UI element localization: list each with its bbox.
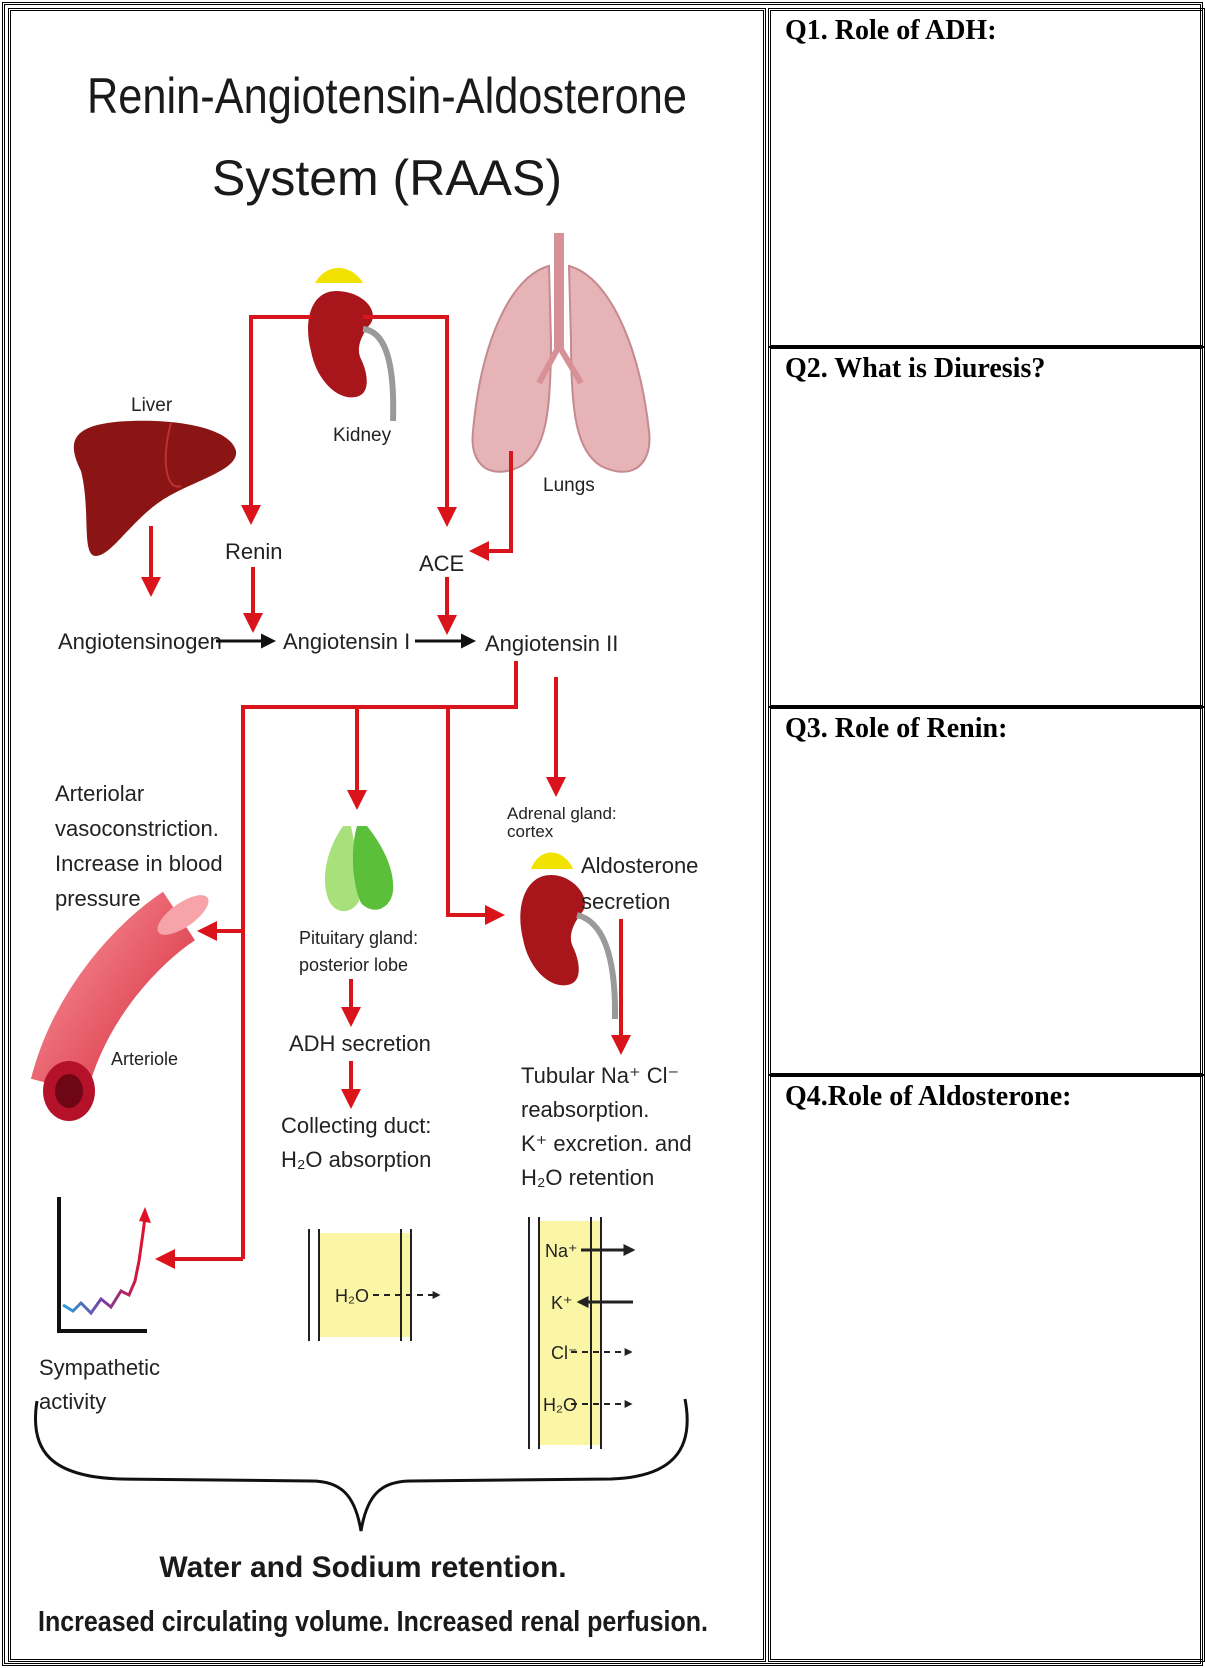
summary-line-2: Increased circulating volume. Increased … <box>38 1606 708 1638</box>
angiotensin1-label: Angiotensin I <box>283 629 410 654</box>
angiotensinogen-label: Angiotensinogen <box>58 629 222 654</box>
collecting-h2o-label: H₂O <box>335 1286 369 1306</box>
arteriolar-text-2: vasoconstriction. <box>55 816 219 841</box>
kidney-to-ace-arrow <box>363 317 447 523</box>
pituitary-illustration <box>325 826 393 911</box>
diagram-title-line1: Renin-Angiotensin-Aldosterone <box>87 68 687 124</box>
arteriolar-text-4: pressure <box>55 886 141 911</box>
adrenal-text-2: cortex <box>507 822 554 841</box>
diagram-title-line2: System (RAAS) <box>212 150 562 206</box>
sympathetic-activity-chart <box>59 1197 151 1331</box>
tubule-h2o-label: H₂O <box>543 1395 577 1415</box>
angiotensin2-label: Angiotensin II <box>485 631 618 656</box>
tubular-text-1: Tubular Na⁺ Cl⁻ <box>521 1063 679 1088</box>
lungs-illustration <box>473 233 650 472</box>
sympathetic-text-1: Sympathetic <box>39 1355 160 1380</box>
raas-diagram-cell: Renin-Angiotensin-Aldosterone System (RA… <box>8 8 766 1662</box>
tubule-k-label: K⁺ <box>551 1293 573 1313</box>
question-label-q1: Q1. Role of ADH: <box>785 15 997 47</box>
liver-label: Liver <box>131 395 173 416</box>
adh-secretion-label: ADH secretion <box>289 1031 431 1056</box>
to-adrenal-line <box>448 707 501 915</box>
question-cell-q2[interactable]: Q2. What is Diuresis? <box>768 346 1205 708</box>
adrenal-text-1: Adrenal gland: <box>507 804 617 823</box>
question-label-q2: Q2. What is Diuresis? <box>785 353 1045 385</box>
collecting-text-2: H₂O absorption <box>281 1147 431 1172</box>
renin-label: Renin <box>225 539 282 564</box>
tubular-text-3: K⁺ excretion. and <box>521 1131 692 1156</box>
aldosterone-text-1: Aldosterone <box>581 853 698 878</box>
summary-line-1: Water and Sodium retention. <box>159 1551 566 1584</box>
arteriole-label: Arteriole <box>111 1049 178 1069</box>
question-cell-q3[interactable]: Q3. Role of Renin: <box>768 706 1205 1076</box>
ace-label: ACE <box>419 551 464 576</box>
raas-diagram: Renin-Angiotensin-Aldosterone System (RA… <box>11 11 763 1659</box>
question-label-q3: Q3. Role of Renin: <box>785 713 1007 745</box>
collecting-duct-membrane <box>309 1229 439 1341</box>
kidney-illustration <box>308 268 393 421</box>
arteriole-illustration <box>43 888 214 1121</box>
kidney-label: Kidney <box>333 425 392 446</box>
arteriolar-text-3: Increase in blood <box>55 851 223 876</box>
tubular-text-4: H₂O retention <box>521 1165 654 1190</box>
aldosterone-text-2: secretion <box>581 889 670 914</box>
tubular-text-2: reabsorption. <box>521 1097 649 1122</box>
liver-illustration <box>74 421 236 556</box>
question-cell-q1[interactable]: Q1. Role of ADH: <box>768 8 1205 348</box>
tubule-na-label: Na⁺ <box>545 1241 578 1261</box>
sympathetic-text-2: activity <box>39 1389 106 1414</box>
question-label-q4: Q4.Role of Aldosterone: <box>785 1081 1071 1113</box>
kidney-to-renin-arrow <box>251 317 311 521</box>
pituitary-text-2: posterior lobe <box>299 955 408 975</box>
question-cell-q4[interactable]: Q4.Role of Aldosterone: <box>768 1074 1205 1662</box>
tubule-cl-label: Cl⁻ <box>551 1343 578 1363</box>
lungs-label: Lungs <box>543 475 595 496</box>
pituitary-text-1: Pituitary gland: <box>299 928 418 948</box>
collecting-text-1: Collecting duct: <box>281 1113 431 1138</box>
arteriolar-text-1: Arteriolar <box>55 781 144 806</box>
